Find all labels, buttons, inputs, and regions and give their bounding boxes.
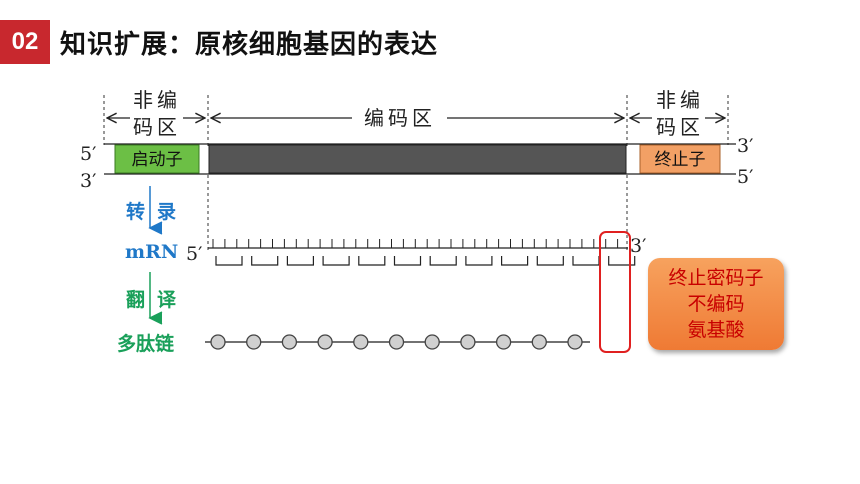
- dna-right-bottom-end: 5′: [737, 166, 753, 188]
- amino-acid: [317, 334, 333, 350]
- terminator-box: [639, 144, 721, 174]
- callout-line-1: 终止密码子: [668, 267, 764, 289]
- mrna-5-end: 5′: [186, 243, 202, 265]
- mrna-3-end: 3′: [630, 235, 646, 257]
- coding-region-label: 编码区: [364, 106, 436, 130]
- codon-bracket: [322, 256, 350, 266]
- dna-left-bottom-end: 3′: [80, 170, 96, 192]
- mrna-nucleotide-ticks: [212, 239, 630, 248]
- amino-acid: [424, 334, 440, 350]
- amino-acid: [567, 334, 583, 350]
- dna-left-top-end: 5′: [80, 143, 96, 165]
- codon-bracket: [215, 256, 243, 266]
- codon-bracket: [286, 256, 314, 266]
- promoter-label: 启动子: [132, 150, 183, 170]
- amino-acid: [388, 334, 405, 350]
- page-title: 知识扩展：原核细胞基因的表达: [60, 30, 439, 60]
- amino-acid: [246, 334, 262, 350]
- transcription-label-1: 转: [126, 200, 145, 223]
- codon-bracket: [536, 256, 564, 266]
- callout-line-2: 不编码: [687, 293, 745, 315]
- region-boundaries: [103, 95, 729, 250]
- amino-acid: [460, 334, 476, 350]
- codon-bracket: [393, 256, 422, 266]
- stop-codon-callout: 终止密码子 不编码 氨基酸: [648, 258, 784, 350]
- noncoding-right-label-1: 非编: [656, 88, 704, 112]
- terminator-label: 终止子: [655, 150, 706, 170]
- polypeptide-label: 多肽链: [117, 332, 174, 355]
- translation-label-1: 翻: [126, 288, 145, 311]
- mrna-label: mRN: [125, 241, 178, 263]
- coding-region-bar: [208, 144, 627, 174]
- noncoding-left-label-2: 码区: [133, 115, 181, 139]
- codon-bracket: [572, 256, 600, 266]
- noncoding-left-label-1: 非编: [133, 88, 181, 112]
- section-number-badge: 02: [0, 20, 50, 64]
- callout-line-3: 氨基酸: [687, 319, 745, 341]
- promoter-box: [114, 144, 200, 174]
- transcription-label-2: 录: [157, 201, 176, 223]
- codon-bracket: [251, 256, 279, 266]
- stop-codon-highlight: [599, 231, 631, 353]
- amino-acid: [353, 334, 369, 350]
- amino-acid: [495, 334, 512, 350]
- amino-acid: [531, 334, 547, 350]
- codon-bracket: [501, 256, 529, 266]
- amino-acid-beads: [210, 334, 583, 350]
- codon-brackets: [215, 256, 636, 266]
- amino-acid: [281, 334, 298, 350]
- translation-label-2: 译: [157, 289, 177, 311]
- codon-bracket: [608, 256, 636, 266]
- noncoding-right-label-2: 码区: [656, 115, 704, 139]
- codon-bracket: [429, 256, 457, 266]
- codon-bracket: [358, 256, 386, 266]
- codon-bracket: [465, 256, 493, 266]
- dna-right-top-end: 3′: [737, 135, 753, 157]
- amino-acid: [210, 334, 226, 350]
